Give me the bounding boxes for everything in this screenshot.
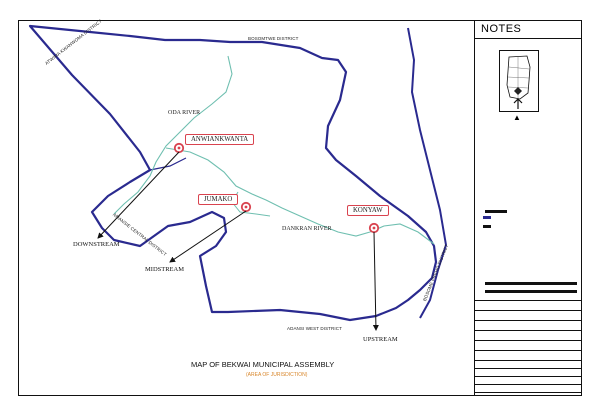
town-konyaw: KONYAW [347, 205, 389, 216]
notes-black-bar-2 [485, 290, 577, 293]
north-arrow-icon: ▲ [513, 113, 521, 122]
west-boundary [149, 157, 187, 171]
district-label-north: BOSOMTWE DISTRICT [248, 36, 299, 41]
boundary-swatch [483, 216, 491, 219]
dankran-river [165, 147, 435, 245]
town-jumako: JUMAKO [198, 194, 239, 205]
notes-title: NOTES [475, 20, 582, 39]
midstream-arrow [169, 210, 247, 263]
ghana-inset-map [499, 50, 539, 112]
upstream-arrow [372, 231, 379, 331]
east-boundary [407, 27, 447, 319]
anwiankwanta-marker [173, 142, 185, 154]
map-frame [18, 20, 582, 396]
legend-boundary [483, 216, 491, 219]
town-anwiankwanta: ANWIANKWANTA [185, 134, 255, 145]
downstream-label: DOWNSTREAM [73, 241, 120, 248]
map-title: MAP OF BEKWAI MUNICIPAL ASSEMBLY [191, 360, 335, 369]
legend-river [483, 225, 491, 228]
upstream-label: UPSTREAM [363, 336, 398, 343]
notes-black-bar-1 [485, 282, 577, 285]
dankran-river-label: DANKRAN RIVER [282, 226, 332, 232]
konyaw-marker [368, 222, 380, 234]
oda-river-label: ODA RIVER [168, 110, 201, 116]
legend-bar [485, 210, 507, 213]
jumako-marker [240, 201, 252, 213]
river-swatch [483, 225, 491, 228]
midstream-label: MIDSTREAM [145, 266, 185, 273]
downstream-arrow [97, 151, 180, 239]
ghana-map-icon [506, 55, 531, 109]
map-subtitle: (AREA OF JURISDICTION) [246, 372, 308, 378]
district-label-south: ADANSI WEST DISTRICT [287, 326, 342, 331]
oda-river [113, 55, 233, 215]
municipal-boundary [28, 24, 438, 322]
notes-panel: NOTES ▲ [474, 20, 582, 396]
